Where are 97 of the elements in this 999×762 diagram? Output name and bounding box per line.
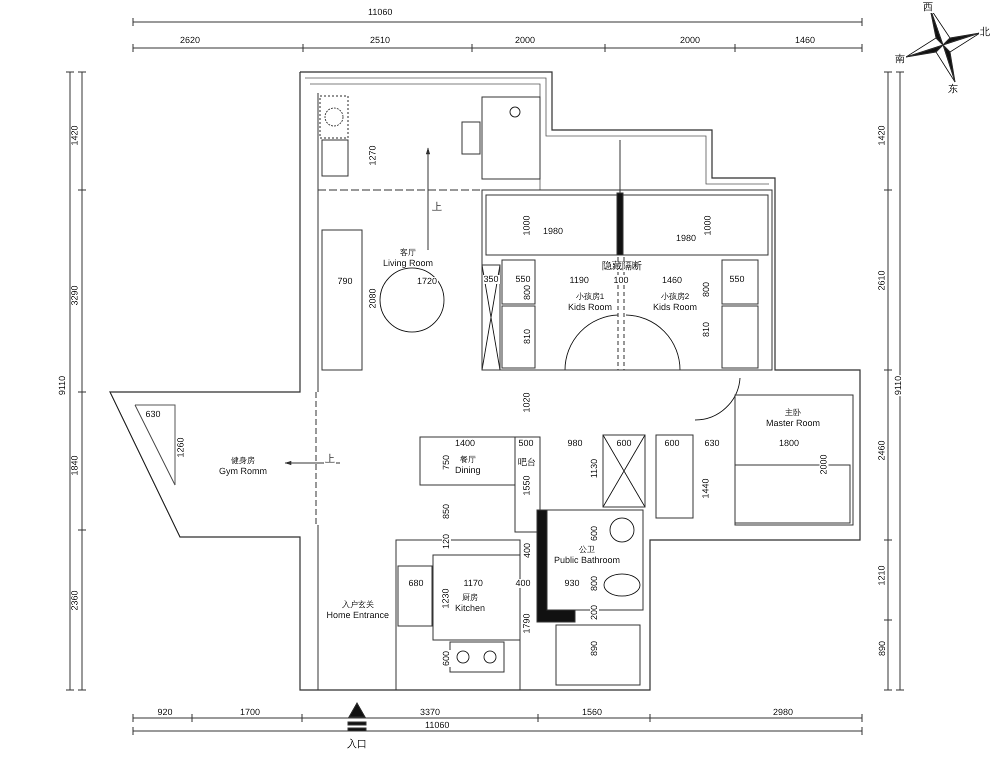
room-label: Kids Room [568, 302, 612, 313]
room-label: 客厅 [400, 248, 416, 258]
dimension-label: 1000 [522, 214, 532, 236]
dimension-label: 600 [616, 438, 633, 448]
dimension-label: 2510 [369, 36, 392, 44]
dimension-label: 350 [482, 274, 500, 284]
dimension-label: 400 [514, 578, 532, 588]
dimension-label: 810 [522, 327, 532, 345]
dimension-label: 3370 [419, 708, 442, 716]
dimension-label: 600 [590, 524, 599, 542]
dimension-label: 800 [590, 574, 599, 592]
dimension-label: 790 [336, 276, 354, 286]
dimension-label: 2610 [878, 268, 887, 292]
dimension-label: 920 [156, 708, 174, 716]
dimension-label: 9110 [58, 374, 67, 396]
dimension-label: 2460 [878, 438, 887, 462]
dimension-label: 1000 [704, 214, 713, 236]
dimension-label: 930 [564, 578, 581, 588]
dimension-label: 1260 [176, 436, 186, 458]
room-label: 主卧 [785, 408, 801, 418]
direction-label: 西 [922, 3, 934, 13]
dimension-label: 1800 [778, 438, 800, 448]
dimension-label: 9110 [894, 374, 903, 396]
dimension-label: 2000 [514, 36, 536, 44]
entrance-label: 入口 [346, 740, 368, 750]
dimension-label: 100 [612, 276, 630, 284]
dimension-label: 1270 [368, 144, 378, 166]
dimension-label: 1550 [522, 474, 532, 496]
dimension-label: 1210 [878, 564, 887, 586]
room-label: 公卫 [579, 544, 596, 554]
dimension-label: 810 [702, 320, 711, 338]
dimension-label: 2000 [820, 452, 829, 476]
dimension-label: 2080 [368, 286, 378, 310]
room-label: 小孩房1 [576, 292, 604, 302]
dimension-label: 630 [144, 410, 162, 418]
direction-label: 东 [947, 85, 959, 95]
dimension-label: 400 [522, 541, 532, 559]
room-label: 小孩房2 [660, 292, 690, 302]
dimension-label: 1840 [70, 454, 80, 476]
dimension-label: 11060 [367, 8, 394, 16]
dimension-label: 550 [514, 274, 532, 284]
dimension-label: 1020 [522, 390, 532, 414]
room-label: Kids Room [653, 302, 698, 313]
dimension-label: 1460 [661, 276, 684, 284]
room-label: Public Bathroom [554, 554, 620, 566]
dimension-label: 680 [408, 578, 425, 588]
room-label: Gym Romm [219, 466, 267, 477]
dimension-label: 2980 [772, 708, 794, 716]
dimension-label: 800 [702, 280, 711, 298]
dimension-label: 1230 [442, 586, 451, 610]
room-label: 入户玄关 [342, 600, 374, 610]
room-label: Home Entrance [326, 610, 390, 621]
dimension-label: 11060 [424, 720, 450, 730]
room-label: 餐厅 [460, 454, 476, 464]
stair-label: 上 [431, 203, 443, 213]
dimension-label: 1700 [239, 708, 262, 716]
stair-label: 上 [324, 455, 336, 465]
dimension-label: 550 [728, 274, 746, 284]
dimension-label: 1400 [454, 438, 476, 448]
room-label: 健身房 [231, 456, 255, 466]
dimension-label: 2360 [70, 588, 80, 612]
dimension-label: 1420 [878, 124, 887, 146]
room-label: 吧台 [518, 456, 536, 468]
dimension-label: 890 [590, 639, 599, 657]
dimension-label: 1790 [522, 612, 532, 634]
dimension-label: 600 [664, 438, 681, 448]
dimension-label: 850 [442, 502, 451, 520]
dimension-label: 1420 [70, 124, 80, 146]
partition-label: 隐藏隔断 [601, 262, 643, 272]
dimension-label: 600 [442, 649, 451, 667]
dimension-label: 750 [442, 453, 451, 471]
dimension-label: 1980 [675, 234, 698, 242]
room-label: Master Room [766, 418, 820, 429]
direction-label: 南 [894, 55, 906, 65]
direction-label: 北 [979, 28, 991, 38]
dimension-label: 2620 [179, 36, 202, 44]
dimension-label: 890 [878, 639, 887, 657]
dimension-label: 1980 [542, 226, 564, 236]
dimension-label: 630 [704, 438, 721, 448]
dimension-label: 980 [566, 438, 584, 448]
dimension-label: 800 [522, 283, 532, 301]
dimension-label: 1190 [568, 276, 590, 284]
dimension-label: 1130 [590, 457, 599, 479]
room-label: 厨房 [462, 592, 478, 602]
room-label: Living Room [383, 258, 434, 269]
dimension-label: 1560 [581, 708, 604, 716]
dimension-label: 1170 [462, 578, 484, 588]
dimension-label: 2000 [679, 36, 702, 44]
dimension-label: 120 [442, 532, 451, 550]
room-label: Dining [455, 464, 481, 476]
dimension-label: 1440 [702, 476, 711, 500]
dimension-label: 500 [518, 438, 535, 448]
dimension-label: 200 [590, 603, 599, 621]
dimension-label: 1460 [794, 36, 816, 44]
dimension-label: 1720 [416, 276, 438, 286]
room-label: Kitchen [455, 602, 486, 614]
dimension-label: 3290 [70, 284, 80, 306]
